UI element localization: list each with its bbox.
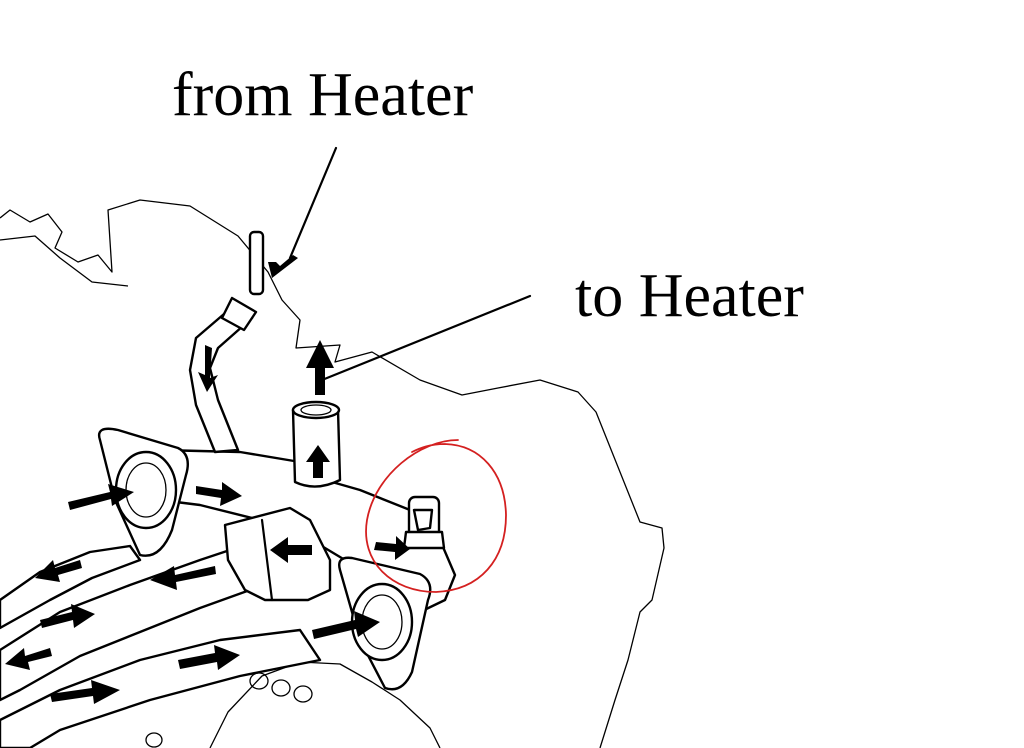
flow-arrow [68,484,134,510]
lower-hose [0,543,252,702]
bolt-hole [145,732,163,748]
flow-arrow [198,345,218,392]
heater-outlet-inner [300,404,332,416]
from-heater-label: from Heater [172,61,474,129]
temperature-sensor-connector [412,508,434,532]
flow-arrow [312,611,380,639]
flow-arrow [306,340,334,395]
heater-pipe-stub [248,230,265,296]
lower-hose-bottom [0,628,322,748]
heater-outlet-mouth [291,400,341,420]
flow-arrow [268,255,298,278]
flow-arrow [374,536,410,560]
engine-lower-outline [209,661,441,748]
flow-arrow [196,482,242,506]
coupling-hose-seam [260,518,274,602]
flow-arrow [150,566,216,590]
engine-inner-line [0,235,129,287]
bolt-hole [249,672,269,690]
flow-arrow [50,680,120,704]
flow-arrow [178,645,240,670]
to-heater-leader-line [320,294,532,382]
flow-arrow [40,604,95,628]
flow-arrow [35,560,82,582]
from-heater-leader-line [288,146,338,260]
flow-arrows [5,255,410,704]
to-heater-label: to Heater [575,262,804,330]
bolt-hole [293,685,313,703]
flow-arrow [270,537,312,563]
temperature-sensor-base [402,530,446,550]
highlight-circle [365,439,507,593]
flow-arrow [306,445,330,478]
heater-return-pipe [188,300,254,454]
flow-arrow [5,648,52,670]
lower-hose-back [0,544,142,630]
bolt-hole [271,679,291,697]
heater-return-hose-end [220,296,258,332]
